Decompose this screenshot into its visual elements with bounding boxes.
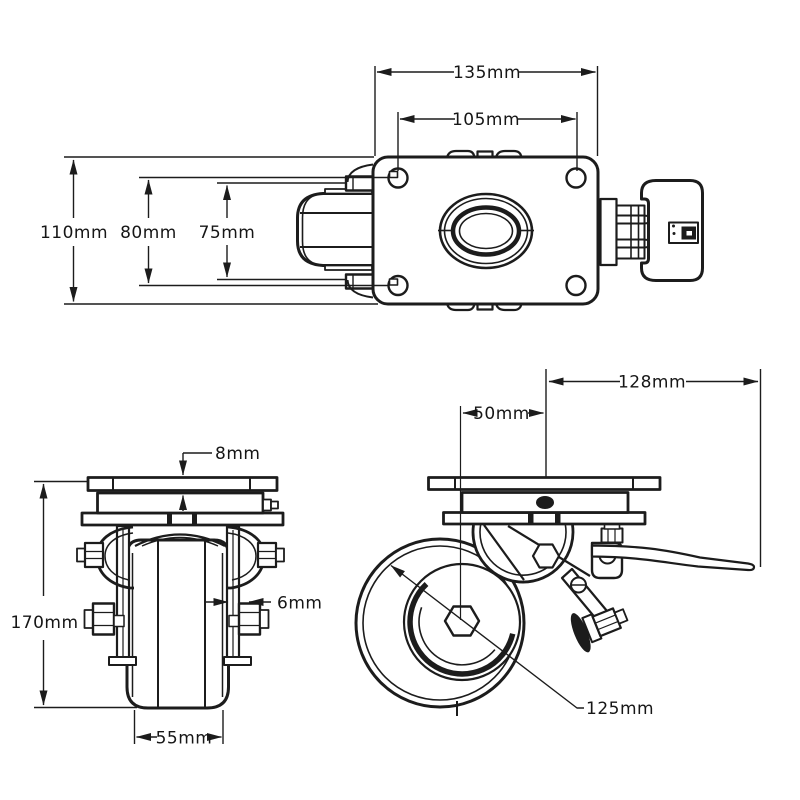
brake-pedal-top bbox=[640, 179, 704, 282]
wheel-hub bbox=[402, 562, 522, 682]
fork-strip-right bbox=[223, 524, 252, 666]
top-plate-side bbox=[427, 476, 662, 491]
wheel-top bbox=[296, 188, 375, 271]
dimension-125mm: 125mm bbox=[390, 564, 654, 719]
dim-label-6mm: 6mm bbox=[277, 594, 322, 614]
dim-label-80mm: 80mm bbox=[120, 223, 177, 243]
dimension-8mm: 8mm bbox=[179, 444, 260, 511]
diameter-leader-line bbox=[390, 564, 584, 709]
wheel-front bbox=[125, 538, 230, 710]
swivel-ring bbox=[438, 192, 534, 270]
bolt-holes bbox=[387, 167, 587, 297]
dimension-6mm: 6mm bbox=[206, 594, 322, 614]
dimension-50mm: 50mm bbox=[459, 404, 544, 620]
dimension-110mm: 110mm bbox=[40, 156, 378, 305]
dim-label-125mm: 125mm bbox=[586, 699, 654, 719]
dim-label-55mm: 55mm bbox=[156, 729, 213, 749]
dimension-128mm: 128mm bbox=[545, 369, 762, 567]
dim-label-75mm: 75mm bbox=[199, 223, 256, 243]
front-view: 8mm 170mm 6mm 55mm bbox=[10, 444, 322, 749]
top-plate-front bbox=[86, 476, 279, 492]
dim-label-8mm: 8mm bbox=[215, 444, 260, 464]
upper-bolt-right bbox=[256, 541, 285, 569]
brake-pedal-lever bbox=[590, 544, 756, 572]
brake-linkage bbox=[599, 197, 652, 267]
dim-label-110mm: 110mm bbox=[40, 223, 108, 243]
dimension-80mm: 80mm bbox=[120, 176, 389, 287]
grease-fitting-dot bbox=[536, 496, 554, 509]
dimension-75mm: 75mm bbox=[199, 182, 347, 281]
dim-label-105mm: 105mm bbox=[452, 110, 520, 130]
side-view: 128mm 50mm 125mm bbox=[354, 369, 762, 719]
swivel-race bbox=[134, 533, 226, 547]
dimension-135mm: 135mm bbox=[374, 63, 599, 156]
bolt-hole-bottom-right bbox=[565, 274, 587, 297]
bolt-hole-top-right bbox=[565, 167, 587, 189]
dim-label-50mm: 50mm bbox=[473, 404, 530, 424]
plate-tab-bottom bbox=[445, 302, 523, 312]
top-view: 135mm 105mm 110mm 80mm 7 bbox=[40, 63, 704, 312]
kingpin-bolt bbox=[531, 543, 561, 569]
dim-label-170mm: 170mm bbox=[10, 613, 78, 633]
dim-label-135mm: 135mm bbox=[453, 63, 521, 83]
side-plate-stack bbox=[427, 476, 662, 526]
axle-bolt-left bbox=[83, 602, 125, 636]
hub-step-bottom bbox=[324, 264, 373, 271]
pedal-label-icon bbox=[668, 221, 699, 244]
dim-label-128mm: 128mm bbox=[618, 373, 686, 393]
mounting-plate bbox=[371, 155, 600, 306]
dimension-55mm: 55mm bbox=[133, 710, 224, 749]
brake-pad-assembly bbox=[560, 567, 629, 653]
dimension-170mm: 170mm bbox=[10, 480, 137, 709]
upper-bolt-left bbox=[76, 541, 105, 569]
dimension-105mm: 105mm bbox=[397, 110, 578, 171]
